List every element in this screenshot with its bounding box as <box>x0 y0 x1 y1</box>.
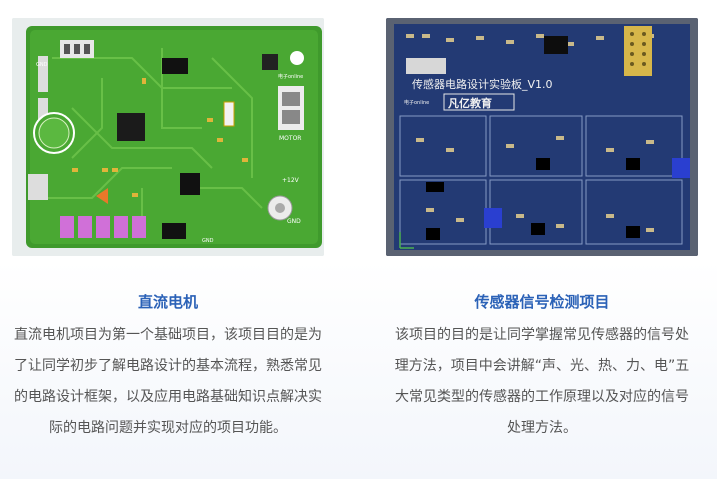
v12-label: +12V <box>282 177 300 184</box>
sensor-project-title: 传感器信号检测项目 <box>474 293 610 311</box>
dc-motor-title: 直流电机 <box>137 293 198 311</box>
brand-label-right: 电子online <box>404 99 429 106</box>
gnd-label-left: GND <box>36 62 48 68</box>
sensor-board-logo: 凡亿教育 <box>448 96 492 110</box>
dc-motor-description: 直流电机项目为第一个基础项目，该项目目的是为了让同学初步了解电路设计的基本流程，… <box>14 327 322 436</box>
dc-motor-pcb-image: GND MOTOR +12V GND GND 电子online <box>12 18 324 256</box>
gnd-label-bottom: GND <box>202 238 214 244</box>
sensor-board-title: 传感器电路设计实验板_V1.0 <box>412 77 553 91</box>
motor-label: MOTOR <box>279 135 301 142</box>
sensor-project-description: 该项目的目的是让同学掌握常见传感器的信号处理方法，项目中会讲解“声、光、热、力、… <box>394 327 690 436</box>
background-panel <box>0 260 717 479</box>
brand-label-left: 电子online <box>278 73 303 80</box>
gnd-label-right: GND <box>287 218 301 225</box>
sensor-pcb-image: 传感器电路设计实验板_V1.0 凡亿教育 电子online <box>386 18 698 256</box>
